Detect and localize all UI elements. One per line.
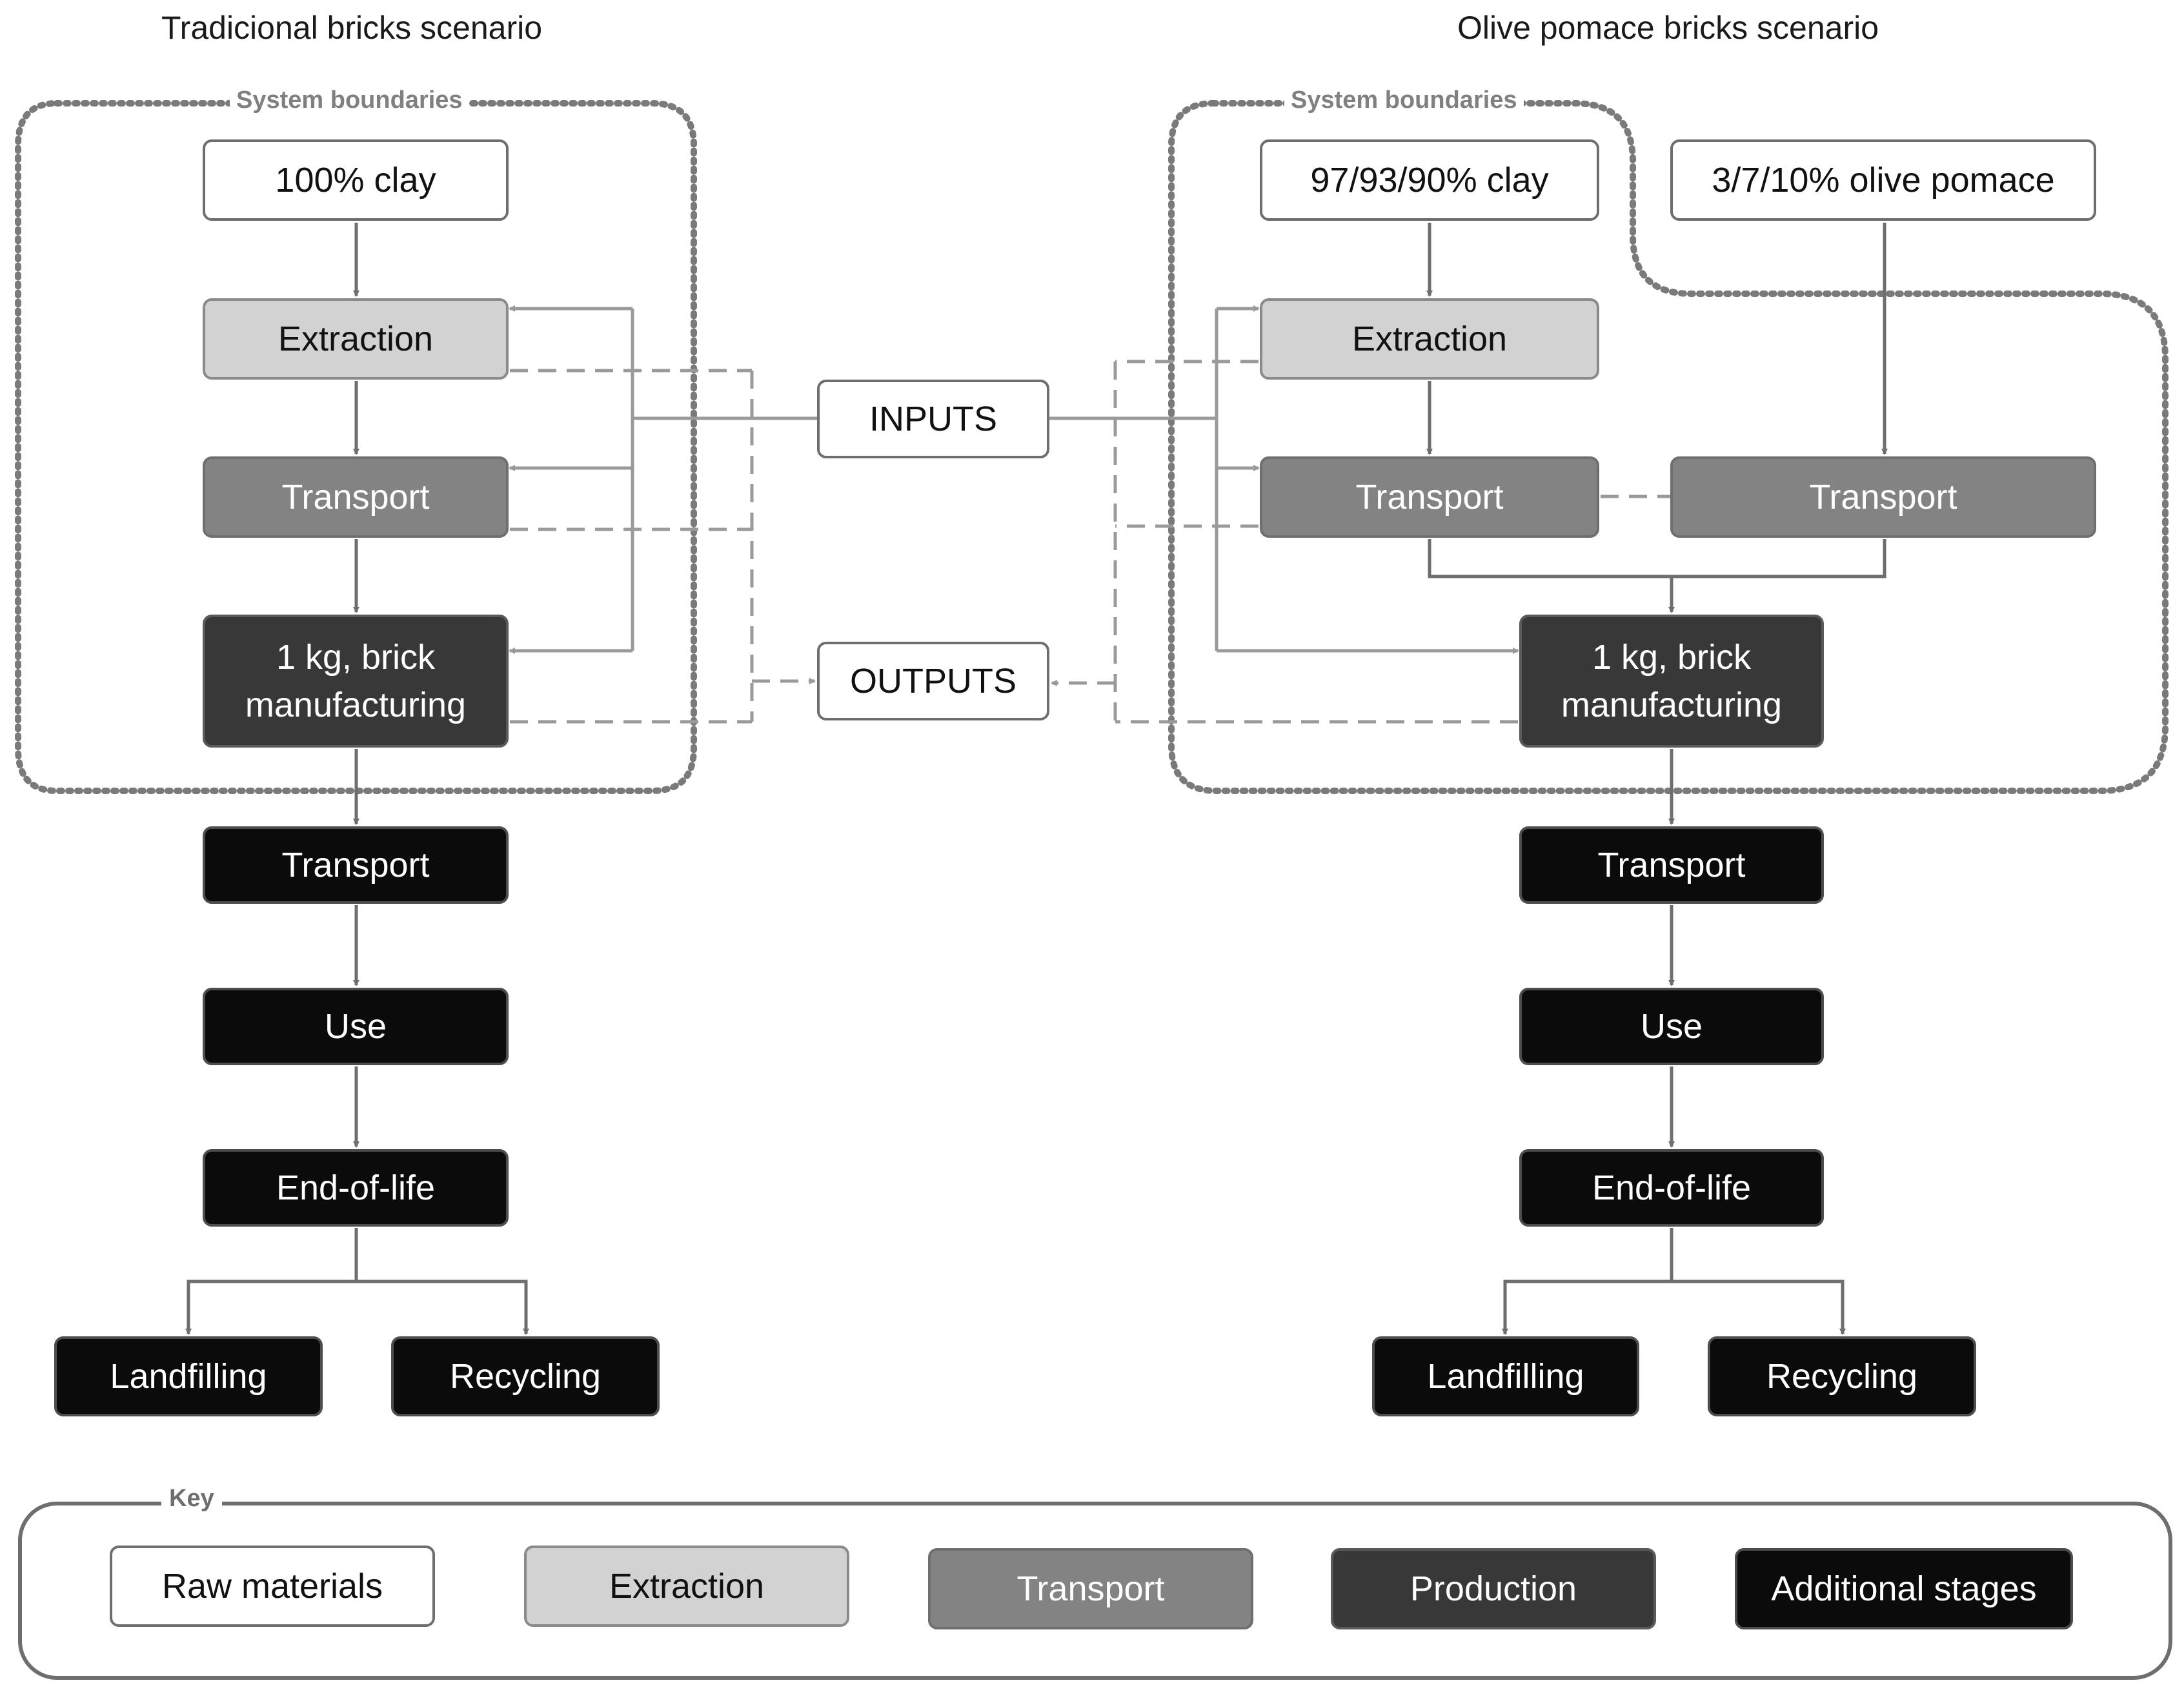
- right-scenario-title: Olive pomace bricks scenario: [1457, 10, 1879, 46]
- left-extraction-box: Extraction: [203, 298, 509, 380]
- right-end-of-life-box: End-of-life: [1519, 1149, 1824, 1227]
- right-landfilling-box: Landfilling: [1372, 1336, 1639, 1416]
- legend-title: Key: [161, 1485, 222, 1513]
- left-end-of-life-box: End-of-life: [203, 1149, 509, 1227]
- legend: [18, 1502, 2172, 1680]
- right-extraction-box: Extraction: [1260, 298, 1599, 380]
- left-transport2-box: Transport: [203, 826, 509, 904]
- legend-transport: Transport: [928, 1548, 1253, 1629]
- left-landfilling-box: Landfilling: [54, 1336, 323, 1416]
- right-system-boundaries-label: System boundaries: [1284, 87, 1524, 114]
- left-system-boundaries-label: System boundaries: [230, 87, 469, 114]
- right-flow-arrows: [1426, 223, 1888, 1335]
- right-system-boundary: [1168, 100, 2169, 794]
- left-use-box: Use: [203, 988, 509, 1065]
- left-flow-arrows: [185, 223, 529, 1335]
- outputs-box: OUTPUTS: [817, 642, 1049, 720]
- left-manufacturing-box: 1 kg, brick manufacturing: [203, 615, 509, 748]
- right-pomace-box: 3/7/10% olive pomace: [1670, 139, 2096, 221]
- left-transport-box: Transport: [203, 456, 509, 538]
- right-transport2-box: Transport: [1519, 826, 1824, 904]
- legend-additional-stages: Additional stages: [1735, 1548, 2073, 1629]
- right-transport-pomace-box: Transport: [1670, 456, 2096, 538]
- inputs-box: INPUTS: [817, 380, 1049, 458]
- legend-extraction: Extraction: [524, 1546, 849, 1627]
- input-arrows: [509, 305, 1519, 654]
- left-system-boundary: [15, 100, 697, 794]
- right-manufacturing-box: 1 kg, brick manufacturing: [1519, 615, 1824, 748]
- legend-production: Production: [1331, 1548, 1656, 1629]
- right-transport-clay-box: Transport: [1260, 456, 1599, 538]
- output-arrows: [510, 360, 1670, 724]
- legend-raw-materials: Raw materials: [110, 1546, 435, 1627]
- right-clay-box: 97/93/90% clay: [1260, 139, 1599, 221]
- right-recycling-box: Recycling: [1708, 1336, 1976, 1416]
- left-clay-box: 100% clay: [203, 139, 509, 221]
- right-use-box: Use: [1519, 988, 1824, 1065]
- left-scenario-title: Tradicional bricks scenario: [161, 10, 543, 46]
- left-recycling-box: Recycling: [391, 1336, 660, 1416]
